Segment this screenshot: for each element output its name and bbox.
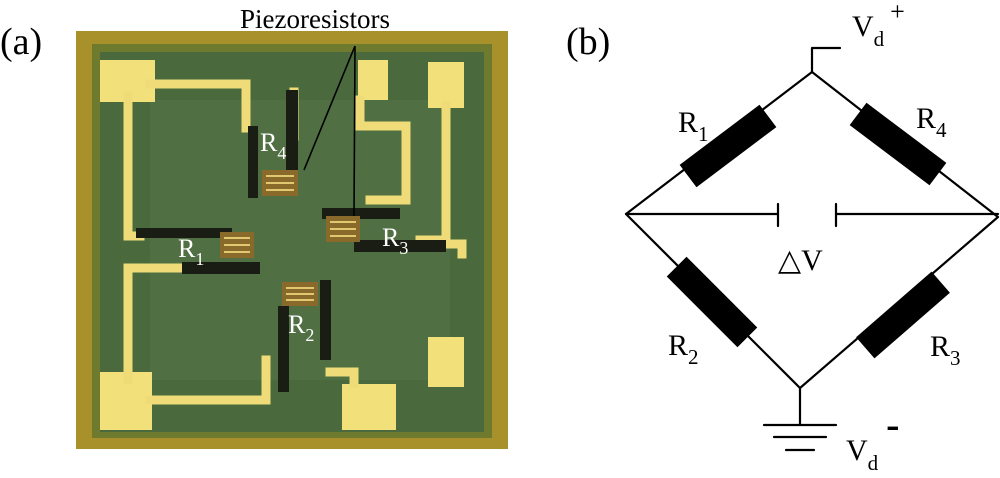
metal-trace	[145, 79, 251, 133]
micrograph-label-r2: R2	[288, 310, 314, 345]
micrograph-label-r4: R4	[260, 128, 286, 163]
piezoresistor-r1	[220, 232, 254, 258]
callout-pointer	[303, 45, 356, 171]
resistor-r1	[679, 104, 777, 188]
callout-pointer	[353, 45, 356, 217]
panel-a-tag: (a)	[0, 21, 42, 63]
micrograph-label-r1: R1	[178, 234, 204, 269]
bond-pad	[428, 337, 464, 387]
resistor-lead	[354, 240, 446, 252]
bond-pad	[428, 62, 464, 108]
piezoresistor-r2	[282, 282, 318, 306]
resistor-r3	[856, 271, 950, 359]
panel-a: (a) Piezoresistors	[0, 4, 508, 449]
metal-trace	[325, 367, 359, 389]
resistor-lead	[248, 126, 258, 198]
piezoresistors-callout: Piezoresistors	[240, 4, 390, 34]
resistor-lead	[182, 262, 260, 274]
metal-trace	[443, 239, 467, 259]
resistor-lead	[286, 90, 298, 182]
bridge-label-r2: R2	[668, 329, 699, 369]
metal-trace	[145, 355, 271, 405]
bridge-label-r4: R4	[916, 102, 947, 142]
metal-trace	[123, 263, 205, 385]
piezoresistor-r3	[326, 216, 360, 242]
supply-positive-label: Vd+	[852, 0, 905, 51]
bridge-label-r3: R3	[930, 330, 961, 370]
resistor-r2	[666, 256, 758, 348]
bond-pad	[342, 384, 396, 430]
panel-b: (b) R1 R4 R2 R3 Vd+ Vd- △V	[566, 0, 1000, 475]
micrograph-label-r3: R3	[382, 223, 408, 258]
resistor-lead	[320, 280, 331, 360]
resistor-lead	[136, 228, 232, 238]
bridge-label-r1: R1	[678, 106, 709, 146]
resistor-lead	[278, 306, 289, 392]
output-voltage-label: △V	[778, 244, 823, 277]
bond-pad	[358, 60, 388, 100]
resistor-r4	[849, 102, 947, 186]
metal-trace	[355, 95, 411, 205]
panel-b-tag: (b)	[566, 21, 610, 63]
piezoresistor-r4	[262, 170, 298, 196]
resistor-lead	[322, 208, 400, 219]
supply-negative-label: Vd-	[846, 402, 900, 475]
bridge-top-terminal	[810, 46, 842, 74]
